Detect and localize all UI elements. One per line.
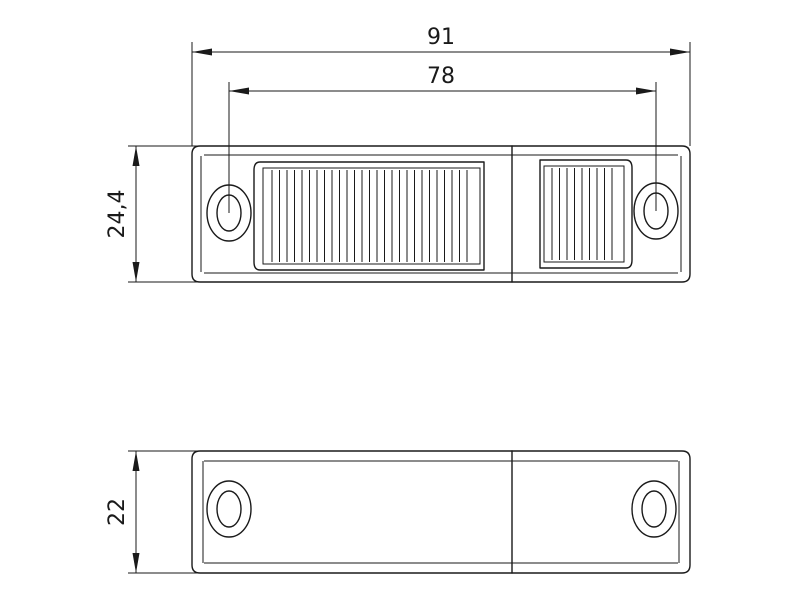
dimension-hole-spacing: 78	[228, 64, 657, 213]
top-view-outline	[191, 145, 691, 283]
dimension-label-22: 22	[105, 498, 130, 526]
dimension-label-78: 78	[427, 64, 455, 89]
top-view	[191, 145, 691, 283]
side-view-outline	[191, 450, 691, 574]
side-view-inner-edge	[202, 460, 680, 564]
right-ribbed-grip	[539, 159, 633, 269]
dimension-side-height: 22	[105, 450, 200, 574]
dimension-overall-length: 91	[191, 25, 691, 146]
dimension-top-height: 24,4	[105, 145, 200, 283]
side-right-hole-outer	[631, 480, 677, 538]
top-view-inner-edge	[200, 154, 682, 274]
side-right-hole-inner	[641, 490, 667, 528]
dimension-label-91: 91	[427, 25, 455, 50]
side-left-hole-outer	[206, 480, 252, 538]
dimension-label-24-4: 24,4	[105, 190, 130, 239]
side-view	[191, 450, 691, 574]
side-left-hole-inner	[216, 490, 242, 528]
left-ribbed-grip	[253, 161, 485, 271]
